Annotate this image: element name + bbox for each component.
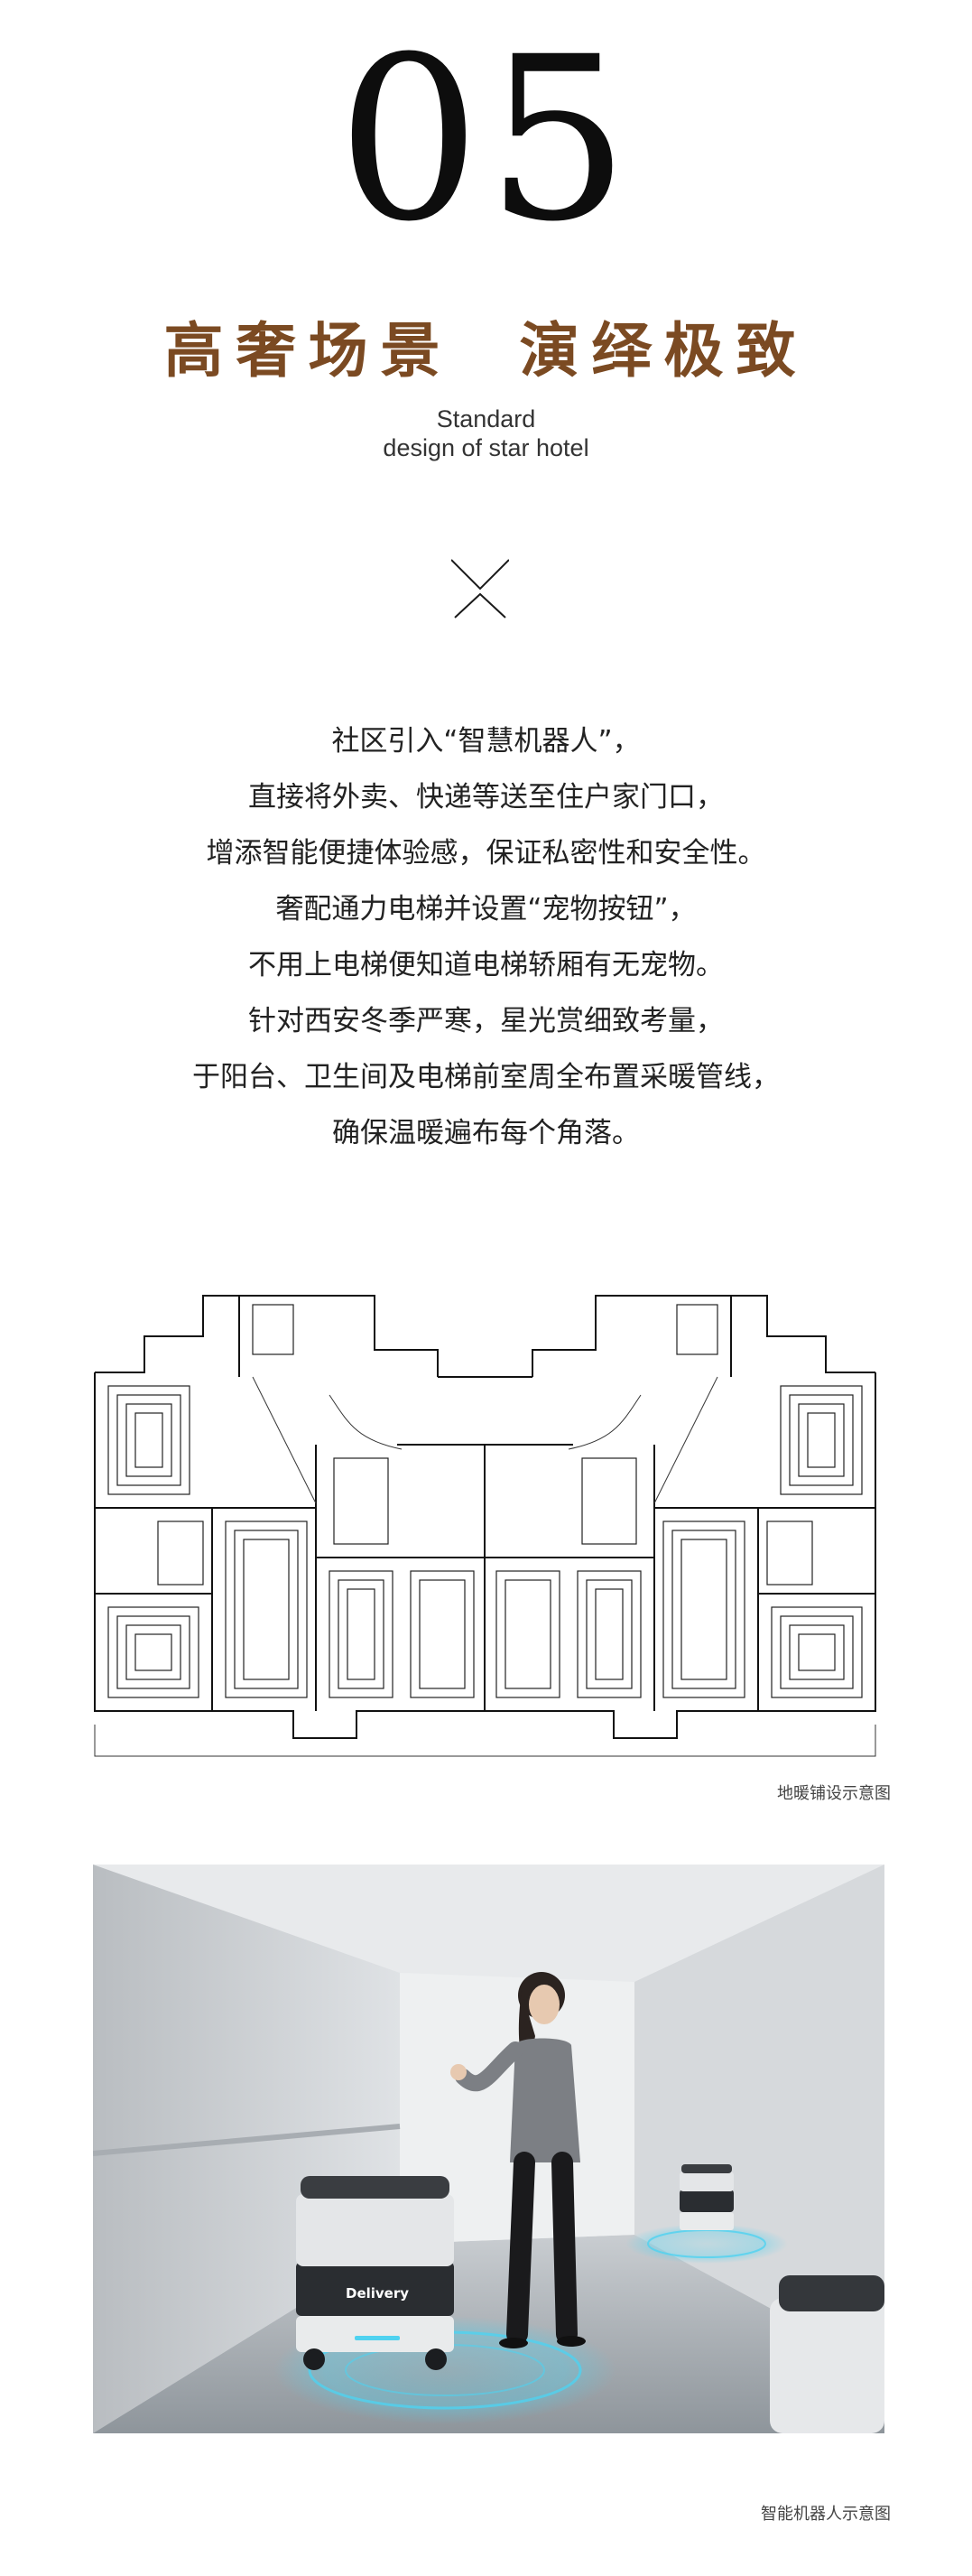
floorplan-drawing (94, 1295, 876, 1757)
body-line: 增添智能便捷体验感，保证私密性和安全性。 (206, 837, 766, 870)
robot-label: Delivery (346, 2285, 409, 2302)
body-line: 不用上电梯便知道电梯轿厢有无宠物。 (248, 949, 724, 981)
body-line: 直接将外卖、快递等送至住户家门口， (248, 781, 724, 814)
subtitle: Standard design of star hotel (0, 405, 972, 462)
subtitle-line-2: design of star hotel (383, 434, 589, 461)
body-line: 社区引入“智慧机器人”， (331, 725, 641, 758)
robot-photo: Delivery (93, 1865, 884, 2433)
body-text: 社区引入“智慧机器人”， 直接将外卖、快递等送至住户家门口， 增添智能便捷体验感… (0, 713, 972, 1161)
robot-scene: Delivery (93, 1865, 884, 2433)
robot-caption: 智能机器人示意图 (761, 2505, 891, 2524)
body-line: 于阳台、卫生间及电梯前室周全布置采暖管线， (192, 1061, 780, 1093)
body-line: 奢配通力电梯并设置“宠物按钮”， (275, 893, 697, 925)
headline: 高奢场景 演绎极致 (163, 316, 809, 386)
body-line: 确保温暖遍布每个角落。 (332, 1117, 640, 1149)
x-cross-icon (451, 559, 509, 618)
section-number: 05 (337, 8, 635, 271)
body-line: 针对西安冬季严寒，星光赏细致考量， (248, 1005, 724, 1037)
floorplan-caption: 地暖铺设示意图 (777, 1784, 891, 1803)
subtitle-line-1: Standard (436, 405, 536, 432)
